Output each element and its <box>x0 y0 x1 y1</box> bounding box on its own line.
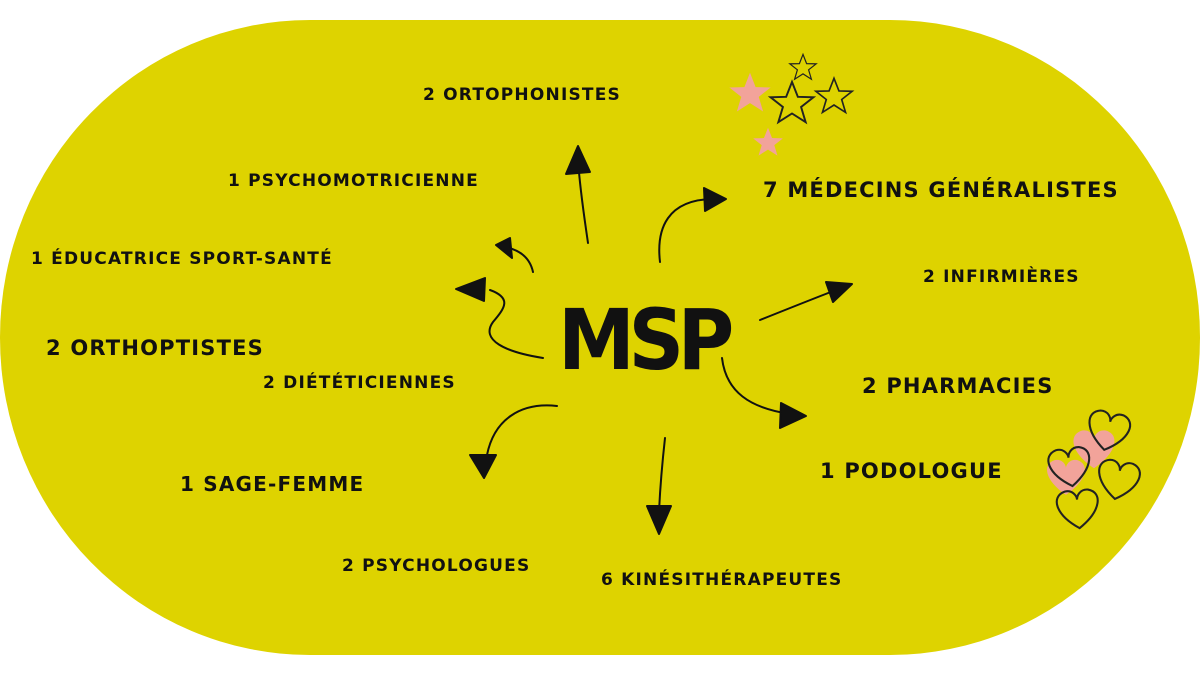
node-podologue: 1 podologue <box>820 459 1003 483</box>
arrow-to-sage-femme <box>469 404 558 479</box>
arrow-to-educatrice <box>495 237 534 273</box>
arrow-to-kinesitherapeutes <box>646 437 672 535</box>
node-pharmacies: 2 pharmacies <box>862 374 1054 398</box>
heart-icon <box>1045 407 1143 531</box>
star-icon <box>729 53 853 156</box>
node-infirmieres: 2 infirmières <box>923 267 1080 287</box>
arrow-to-infirmieres <box>759 281 853 321</box>
node-kinesitherapeutes: 6 kinésithérapeutes <box>601 570 843 590</box>
diagram-background <box>0 20 1200 655</box>
arrow-to-pharmacies <box>721 357 807 429</box>
node-psychomotricienne: 1 psychomotricienne <box>228 171 479 191</box>
node-orthoptistes: 2 orthoptistes <box>46 336 265 360</box>
node-medecins-generalistes: 7 médecins généralistes <box>763 178 1119 202</box>
node-ortophonistes: 2 ortophonistes <box>423 85 621 105</box>
node-psychologues: 2 psychologues <box>342 556 531 576</box>
node-educatrice-sport-sante: 1 éducatrice sport-santé <box>31 249 333 269</box>
arrow-to-orthoptistes <box>455 277 544 359</box>
center-node: MSP <box>558 291 734 389</box>
node-dieteticiennes: 2 diététiciennes <box>263 373 456 393</box>
arrow-to-medecins <box>658 187 727 263</box>
arrow-to-ortophonistes <box>565 145 591 244</box>
node-sage-femme: 1 sage-femme <box>180 472 365 496</box>
